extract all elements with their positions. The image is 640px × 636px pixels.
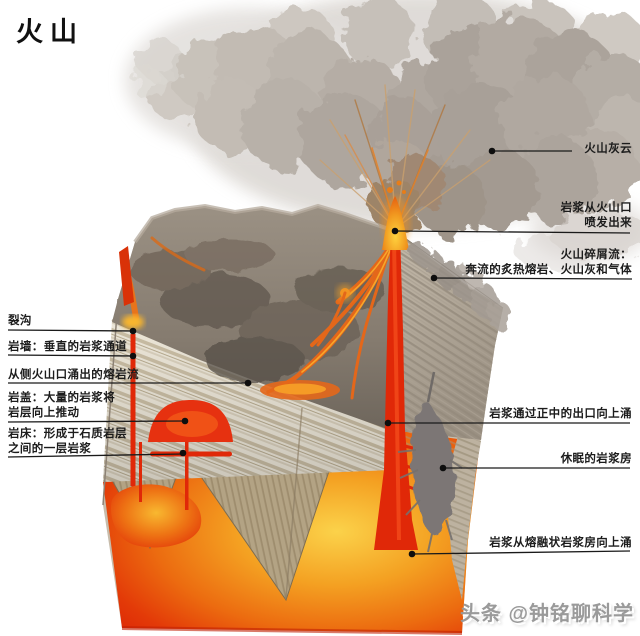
label-line: 岩浆通过正中的出口向上涌 bbox=[489, 408, 632, 420]
label-line: 裂沟 bbox=[8, 315, 32, 327]
dormant-magma-chamber bbox=[397, 371, 463, 553]
label-fissure: 裂沟 bbox=[8, 314, 32, 329]
label-magma-rising: 岩浆从熔融状岩浆房向上涌 bbox=[489, 536, 632, 551]
label-laccolith: 岩盖：大量的岩浆将 岩层向上推动 bbox=[8, 391, 115, 421]
leader-lines bbox=[7, 147, 633, 558]
page-title: 火山 bbox=[16, 17, 84, 47]
label-side-lava-flow: 从侧火山口涌出的熔岩流 bbox=[8, 368, 139, 383]
label-line: 火山灰云 bbox=[584, 143, 632, 155]
label-dike: 岩墙：垂直的岩浆通道 bbox=[8, 340, 127, 355]
watermark: 头条 @钟铭聊科学 bbox=[459, 603, 634, 625]
pyroclastic-flow bbox=[409, 243, 511, 327]
label-line: 岩盖：大量的岩浆将 bbox=[8, 392, 116, 404]
label-ash-cloud: 火山灰云 bbox=[584, 142, 632, 157]
lava-flows bbox=[119, 236, 397, 400]
label-line: 火山碎屑流： bbox=[560, 249, 632, 261]
label-line: 之间的一层岩浆 bbox=[8, 443, 92, 455]
label-pyroclastic-flow: 火山碎屑流： 奔流的炙热熔岩、火山灰和气体 bbox=[465, 248, 632, 278]
label-central-vent: 岩浆通过正中的出口向上涌 bbox=[489, 407, 632, 422]
label-line: 岩墙：垂直的岩浆通道 bbox=[8, 341, 127, 353]
label-line: 奔流的炙热熔岩、火山灰和气体 bbox=[465, 264, 632, 276]
label-line: 休眠的岩浆房 bbox=[560, 453, 632, 465]
label-line: 岩层向上推动 bbox=[8, 407, 80, 419]
label-line: 岩浆从火山口 bbox=[560, 202, 632, 214]
volcano-block bbox=[102, 180, 511, 635]
label-line: 从侧火山口涌出的熔岩流 bbox=[8, 369, 139, 381]
label-line: 岩床：形成于石质岩层 bbox=[8, 428, 127, 440]
label-line: 岩浆从熔融状岩浆房向上涌 bbox=[489, 537, 632, 549]
label-sill: 岩床：形成于石质岩层 之间的一层岩浆 bbox=[8, 427, 127, 457]
magma-intrusions bbox=[110, 334, 233, 548]
label-line: 喷发出来 bbox=[584, 217, 632, 229]
terrain-surface bbox=[112, 203, 396, 430]
label-eruption: 岩浆从火山口 喷发出来 bbox=[561, 201, 632, 231]
label-dormant-chamber: 休眠的岩浆房 bbox=[561, 452, 632, 467]
